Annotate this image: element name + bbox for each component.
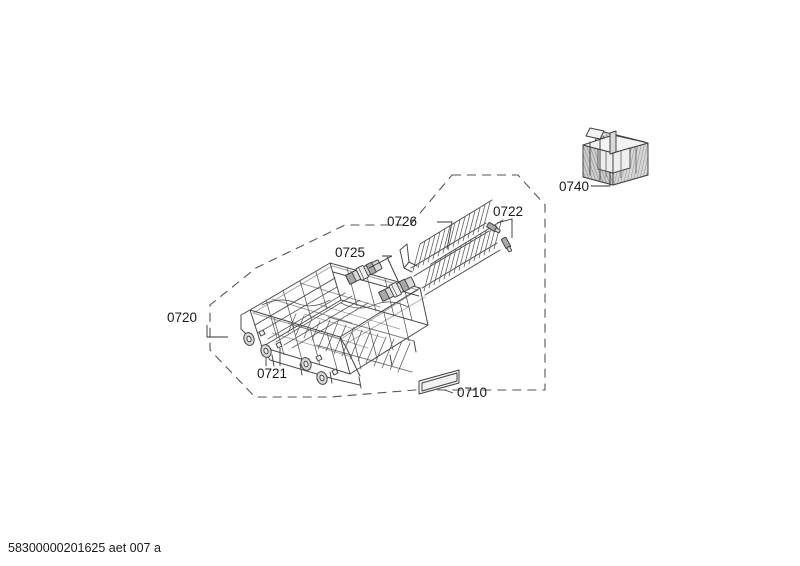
roller-bearings-0725: 0725 (335, 245, 416, 302)
clips-0722: 0722 (486, 204, 523, 253)
clip-item (486, 222, 501, 234)
roller-wheel-item (243, 329, 266, 346)
clip-item (500, 236, 513, 253)
cutlery-basket-0740: 0740 (559, 127, 649, 194)
part-label-0721: 0721 (257, 366, 287, 381)
roller-bearing-item (378, 276, 416, 302)
part-label-0740: 0740 (559, 179, 589, 194)
tine-row-back (410, 199, 493, 277)
roller-wheel-item (316, 368, 339, 385)
basket-center-tines (287, 313, 321, 341)
roller-wheel-item (300, 354, 323, 371)
part-label-0722: 0722 (493, 204, 523, 219)
tine-racks-0726: 0726 (387, 199, 504, 296)
part-label-0710: 0710 (457, 385, 487, 400)
group-boundary-0720 (209, 174, 546, 398)
panel-insert-0710: 0710 (418, 369, 487, 400)
label-0720-group: 0720 (167, 310, 228, 338)
roller-wheel-item (260, 341, 283, 358)
part-label-0726: 0726 (387, 214, 417, 229)
roller-wheels-0721: 0721 (243, 329, 339, 385)
part-label-0725: 0725 (335, 245, 365, 260)
part-label-0720: 0720 (167, 310, 197, 325)
basket-integrated-tines (315, 316, 415, 373)
footer-document-code: 58300000201625 aet 007 a (8, 541, 161, 555)
